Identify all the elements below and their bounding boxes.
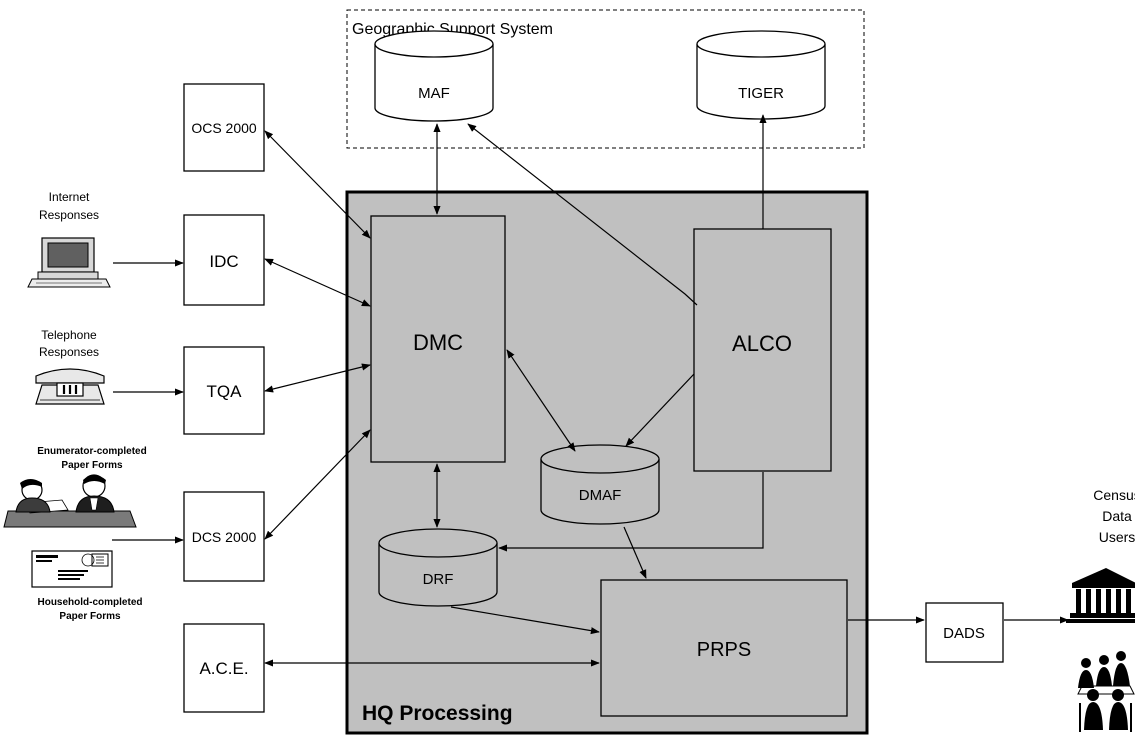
household-forms-label: Household-completed Paper Forms — [37, 597, 142, 622]
svg-text:Responses: Responses — [39, 208, 99, 222]
svg-text:Users: Users — [1099, 529, 1135, 545]
drf-database[interactable]: DRF — [378, 528, 498, 607]
svg-text:IDC: IDC — [209, 252, 238, 271]
government-building-icon — [1066, 568, 1135, 623]
svg-text:Data: Data — [1102, 508, 1132, 524]
svg-text:Census: Census — [1093, 487, 1135, 503]
census-data-users-label: Census Data Users — [1093, 487, 1135, 545]
svg-text:Responses: Responses — [39, 345, 99, 359]
meeting-group-icon — [1077, 651, 1135, 732]
enumerator-forms-label: Enumerator-completed Paper Forms — [37, 446, 146, 471]
edge-alco-dmaf — [625, 373, 695, 447]
gss-region — [346, 9, 865, 149]
prps-box[interactable]: PRPS — [600, 579, 848, 717]
svg-text:TIGER: TIGER — [738, 85, 784, 102]
svg-text:Household-completed: Household-completed — [37, 597, 142, 608]
svg-text:DADS: DADS — [943, 625, 985, 642]
svg-text:Internet: Internet — [49, 190, 90, 204]
edge-dmc-dmaf — [506, 349, 576, 452]
svg-text:MAF: MAF — [418, 85, 450, 102]
edge-dmaf-prps — [623, 526, 647, 579]
ocs-2000-box[interactable]: OCS 2000 — [183, 83, 265, 172]
ace-box[interactable]: A.C.E. — [183, 623, 265, 713]
svg-text:DRF: DRF — [423, 571, 454, 588]
dcs-2000-box[interactable]: DCS 2000 — [183, 491, 265, 582]
tiger-database[interactable]: TIGER — [696, 30, 826, 120]
internet-responses-label: Internet Responses — [39, 190, 99, 222]
tqa-box[interactable]: TQA — [183, 346, 265, 435]
telephone-responses-label: Telephone Responses — [39, 328, 99, 359]
svg-text:ALCO: ALCO — [732, 331, 792, 356]
enumerator-interview-icon — [3, 474, 137, 528]
svg-text:DMAF: DMAF — [579, 487, 622, 504]
dmc-box[interactable]: DMC — [370, 215, 506, 463]
computer-icon — [27, 237, 111, 288]
svg-text:DMC: DMC — [413, 330, 463, 355]
svg-text:Enumerator-completed: Enumerator-completed — [37, 446, 146, 457]
edge-idc-dmc — [264, 258, 371, 307]
svg-text:TQA: TQA — [207, 382, 243, 401]
maf-database[interactable]: MAF — [374, 30, 494, 122]
edge-alco-maf — [467, 123, 698, 306]
dads-box[interactable]: DADS — [925, 602, 1004, 663]
svg-text:Paper Forms: Paper Forms — [61, 460, 123, 471]
svg-text:OCS 2000: OCS 2000 — [191, 120, 257, 136]
telephone-icon — [35, 368, 105, 405]
svg-text:Telephone: Telephone — [41, 328, 97, 342]
svg-text:PRPS: PRPS — [697, 639, 751, 661]
alco-box[interactable]: ALCO — [693, 228, 832, 472]
edge-drf-prps — [450, 606, 600, 635]
svg-text:DCS 2000: DCS 2000 — [192, 529, 257, 545]
hq-processing-title: HQ Processing — [362, 702, 513, 725]
dmaf-database[interactable]: DMAF — [540, 444, 660, 525]
envelope-icon — [31, 550, 113, 588]
edge-tqa-dmc — [264, 363, 371, 393]
edge-dcs-dmc — [264, 429, 371, 540]
idc-box[interactable]: IDC — [183, 214, 265, 306]
svg-text:A.C.E.: A.C.E. — [199, 659, 248, 678]
edge-ocs-dmc — [264, 130, 371, 239]
edge-alco-drf — [498, 472, 764, 552]
svg-text:Paper Forms: Paper Forms — [59, 611, 121, 622]
